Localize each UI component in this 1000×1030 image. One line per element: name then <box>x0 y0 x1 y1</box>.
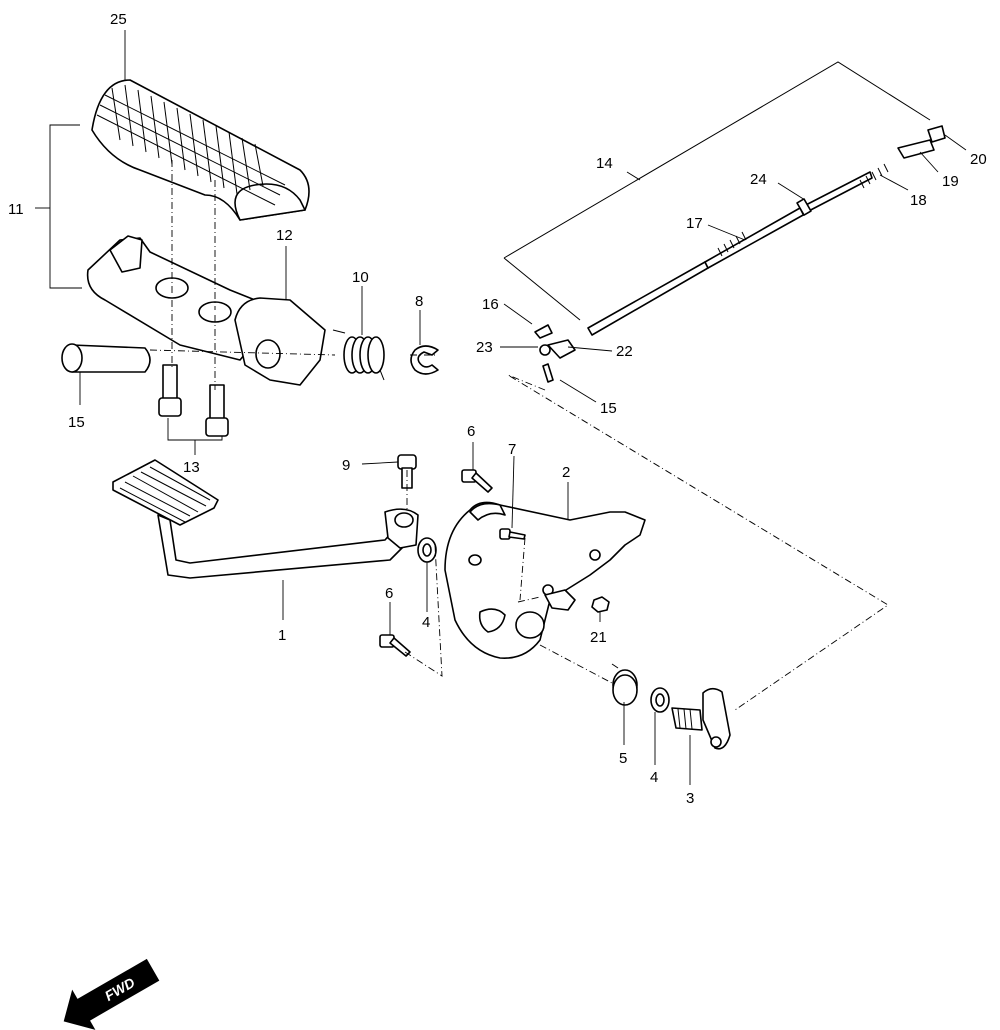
label-3: 3 <box>686 790 694 807</box>
mounting-plate <box>444 501 646 659</box>
label-17: 17 <box>686 215 703 232</box>
pivot-pin <box>61 343 151 373</box>
label-6-bottom: 6 <box>385 585 393 602</box>
label-5: 5 <box>619 750 627 767</box>
label-15-pin: 15 <box>68 414 85 431</box>
label-20: 20 <box>970 151 987 168</box>
label-2: 2 <box>562 464 570 481</box>
label-24: 24 <box>750 171 767 188</box>
label-15-clevis: 15 <box>600 400 617 417</box>
footpeg-rubber <box>91 79 310 221</box>
label-4-right: 4 <box>650 769 658 786</box>
label-12: 12 <box>276 227 293 244</box>
label-21: 21 <box>590 629 607 646</box>
footpeg-holder <box>86 235 326 386</box>
label-6-top: 6 <box>467 423 475 440</box>
label-11: 11 <box>8 201 24 218</box>
e-clip <box>410 345 439 375</box>
pedal-spring <box>611 663 638 706</box>
forward-direction-arrow: FWD <box>63 958 160 1030</box>
label-13: 13 <box>183 459 200 476</box>
label-22: 22 <box>616 343 633 360</box>
part-labels: 25 11 12 10 8 15 13 9 6 7 2 1 4 6 21 5 4… <box>8 11 987 807</box>
return-spring <box>332 329 385 381</box>
label-10: 10 <box>352 269 369 286</box>
label-16: 16 <box>482 296 499 313</box>
brake-shaft-arm <box>671 687 731 750</box>
label-19: 19 <box>942 173 959 190</box>
brake-pedal <box>112 459 419 579</box>
washer <box>417 537 437 563</box>
callout-leaders <box>35 30 967 785</box>
label-4-left: 4 <box>422 614 430 631</box>
label-23: 23 <box>476 339 493 356</box>
label-1: 1 <box>278 627 286 644</box>
assembly-guide-lines <box>149 160 889 711</box>
label-9: 9 <box>342 457 350 474</box>
stop-bolt <box>499 528 526 540</box>
label-14: 14 <box>596 155 613 172</box>
brake-cable-assembly <box>503 61 946 383</box>
label-25: 25 <box>110 11 127 28</box>
holder-bolts <box>158 364 229 437</box>
mounting-bolts <box>379 469 493 657</box>
label-7: 7 <box>508 441 516 458</box>
nut <box>591 596 610 613</box>
shaft-washer <box>650 687 670 713</box>
label-18: 18 <box>910 192 927 209</box>
label-8: 8 <box>415 293 423 310</box>
